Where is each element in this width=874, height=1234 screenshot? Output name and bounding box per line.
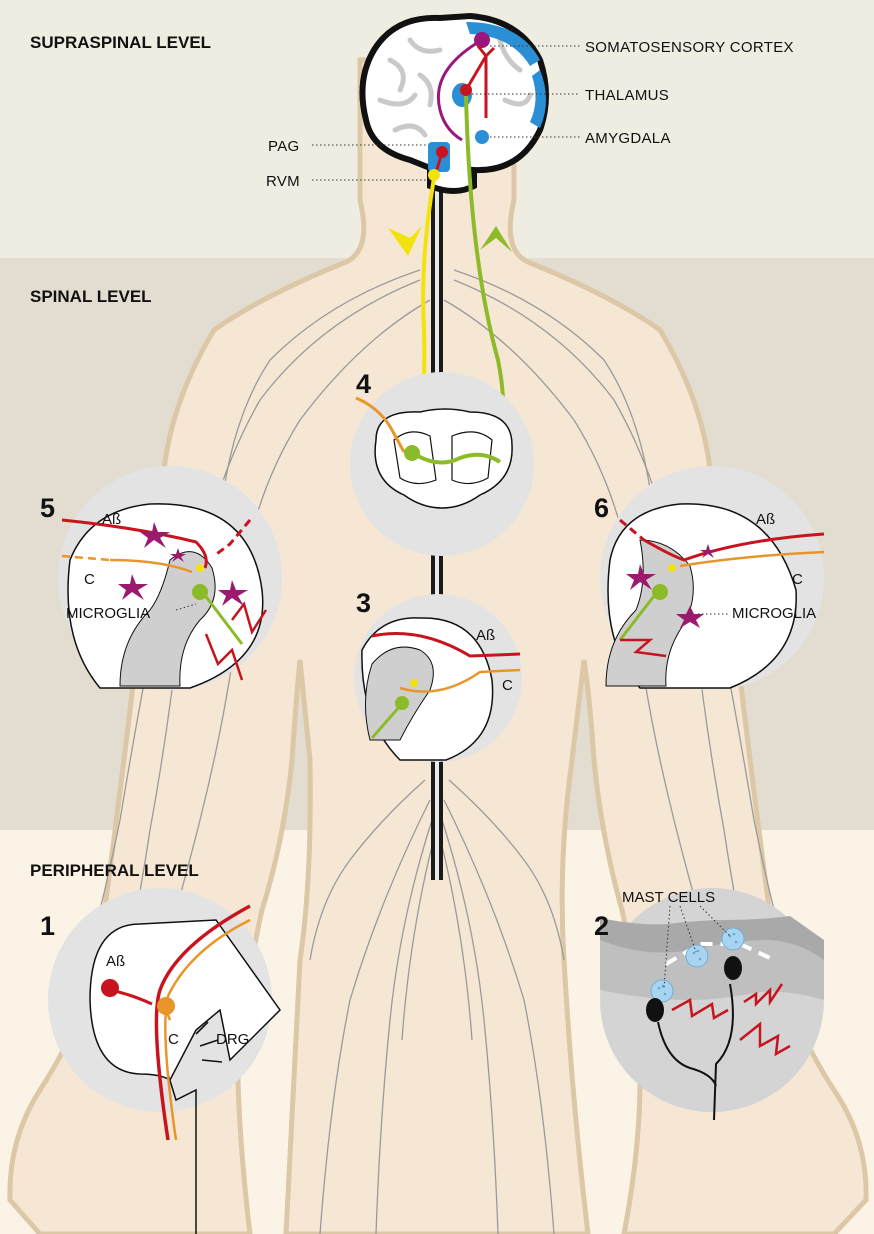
panel-5-abeta-label: Aß bbox=[102, 511, 121, 528]
panel-5-c-label: C bbox=[84, 571, 95, 588]
panel-6-microglia bbox=[600, 466, 824, 690]
amygdala-label: AMYGDALA bbox=[585, 130, 671, 147]
panel-6-abeta-label: Aß bbox=[756, 511, 775, 528]
panel-3-dorsal-horn bbox=[354, 594, 522, 762]
panel-4-number: 4 bbox=[356, 369, 371, 399]
panel-3-abeta-label: Aß bbox=[476, 627, 495, 644]
panel-3-c-label: C bbox=[502, 677, 513, 694]
panel-2-number: 2 bbox=[594, 911, 609, 941]
panel-1-c-label: C bbox=[168, 1031, 179, 1048]
peripheral-level-label: PERIPHERAL LEVEL bbox=[30, 861, 199, 880]
pag-label: PAG bbox=[268, 138, 299, 155]
thalamus-label: THALAMUS bbox=[585, 87, 669, 104]
panel-1-abeta-label: Aß bbox=[106, 953, 125, 970]
panel-1-drg-label: DRG bbox=[216, 1031, 249, 1048]
panel-2-mast-cells-label: MAST CELLS bbox=[622, 889, 715, 906]
panel-6-c-label: C bbox=[792, 571, 803, 588]
panel-1-number: 1 bbox=[40, 911, 55, 941]
supraspinal-level-label: SUPRASPINAL LEVEL bbox=[30, 33, 211, 52]
panel-4-cross-section bbox=[350, 372, 534, 556]
panel-6-number: 6 bbox=[594, 493, 609, 523]
panel-5-number: 5 bbox=[40, 493, 55, 523]
rvm-label: RVM bbox=[266, 173, 300, 190]
panel-6-microglia-label: MICROGLIA bbox=[732, 605, 816, 622]
spinal-level-label: SPINAL LEVEL bbox=[30, 287, 152, 306]
panel-5-microglia-label: MICROGLIA bbox=[66, 605, 150, 622]
panel-3-number: 3 bbox=[356, 588, 371, 618]
somatosensory-cortex-label: SOMATOSENSORY CORTEX bbox=[585, 39, 794, 56]
